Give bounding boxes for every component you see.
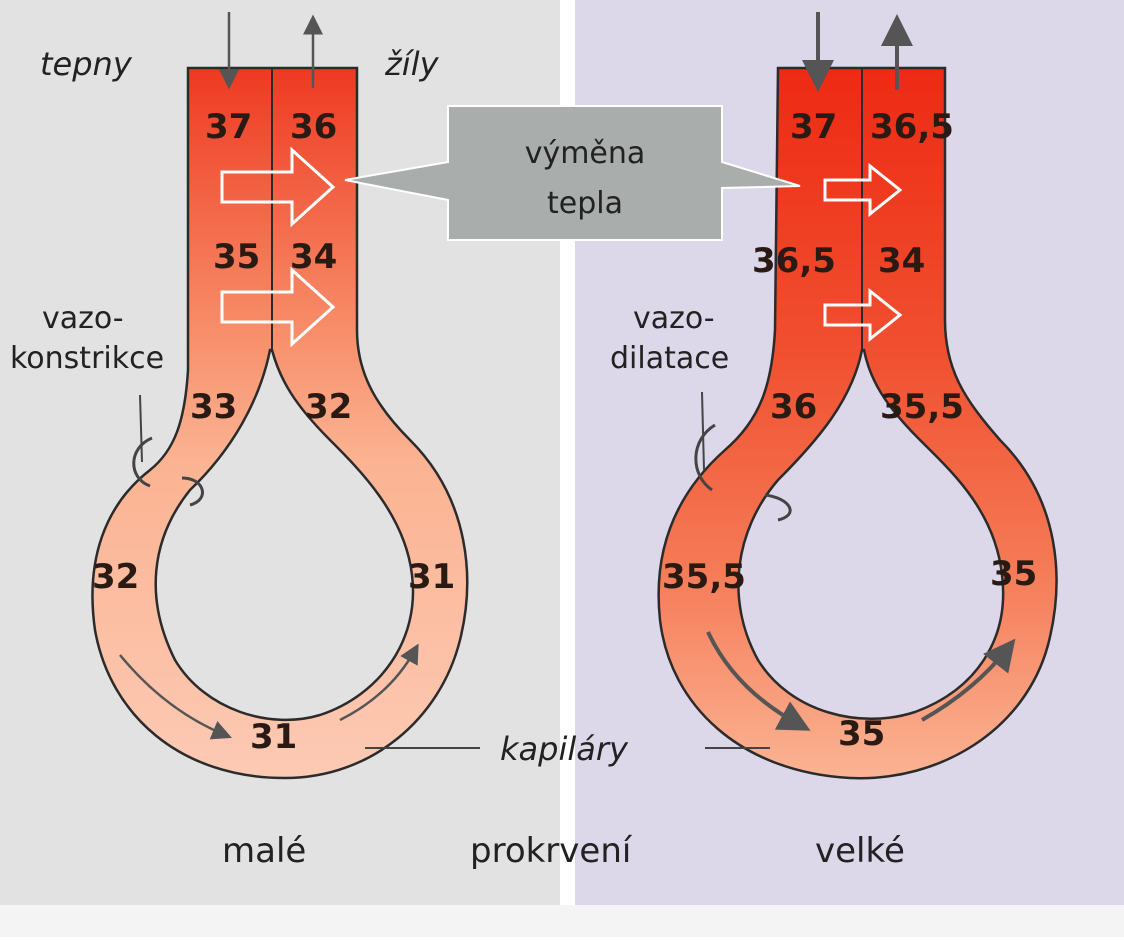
callout-line-2: tepla bbox=[547, 186, 623, 221]
right-artery-neck: 36 bbox=[770, 387, 817, 427]
left-artery-mid: 35 bbox=[213, 237, 260, 277]
right-vein-mid: 34 bbox=[878, 241, 925, 281]
label-vazo-left-1: vazo- bbox=[42, 301, 124, 336]
label-vazo-right-2: dilatace bbox=[610, 341, 729, 376]
right-artery-side: 35,5 bbox=[662, 557, 746, 597]
left-vein-top: 36 bbox=[290, 107, 337, 147]
label-prokrveni: prokrvení bbox=[470, 831, 633, 871]
label-velke: velké bbox=[815, 831, 905, 871]
label-kapilary: kapiláry bbox=[500, 730, 629, 768]
right-artery-mid: 36,5 bbox=[752, 241, 836, 281]
right-vein-side: 35 bbox=[990, 554, 1037, 594]
label-zily: žíly bbox=[384, 45, 440, 83]
left-vein-side: 31 bbox=[408, 557, 455, 597]
left-artery-top: 37 bbox=[205, 107, 252, 147]
right-vein-neck: 35,5 bbox=[880, 387, 964, 427]
label-vazo-right-1: vazo- bbox=[633, 301, 715, 336]
label-male: malé bbox=[222, 831, 306, 871]
bottom-strip bbox=[0, 905, 1124, 937]
left-capillary: 31 bbox=[250, 717, 297, 757]
left-vein-mid: 34 bbox=[290, 237, 337, 277]
callout-line-1: výměna bbox=[525, 136, 646, 171]
label-tepny: tepny bbox=[40, 45, 133, 83]
label-vazo-left-2: konstrikce bbox=[10, 341, 164, 376]
left-vein-neck: 32 bbox=[305, 387, 352, 427]
left-artery-neck: 33 bbox=[190, 387, 237, 427]
right-artery-top: 37 bbox=[790, 107, 837, 147]
left-artery-side: 32 bbox=[92, 557, 139, 597]
right-vein-top: 36,5 bbox=[870, 107, 954, 147]
right-capillary: 35 bbox=[838, 714, 885, 754]
